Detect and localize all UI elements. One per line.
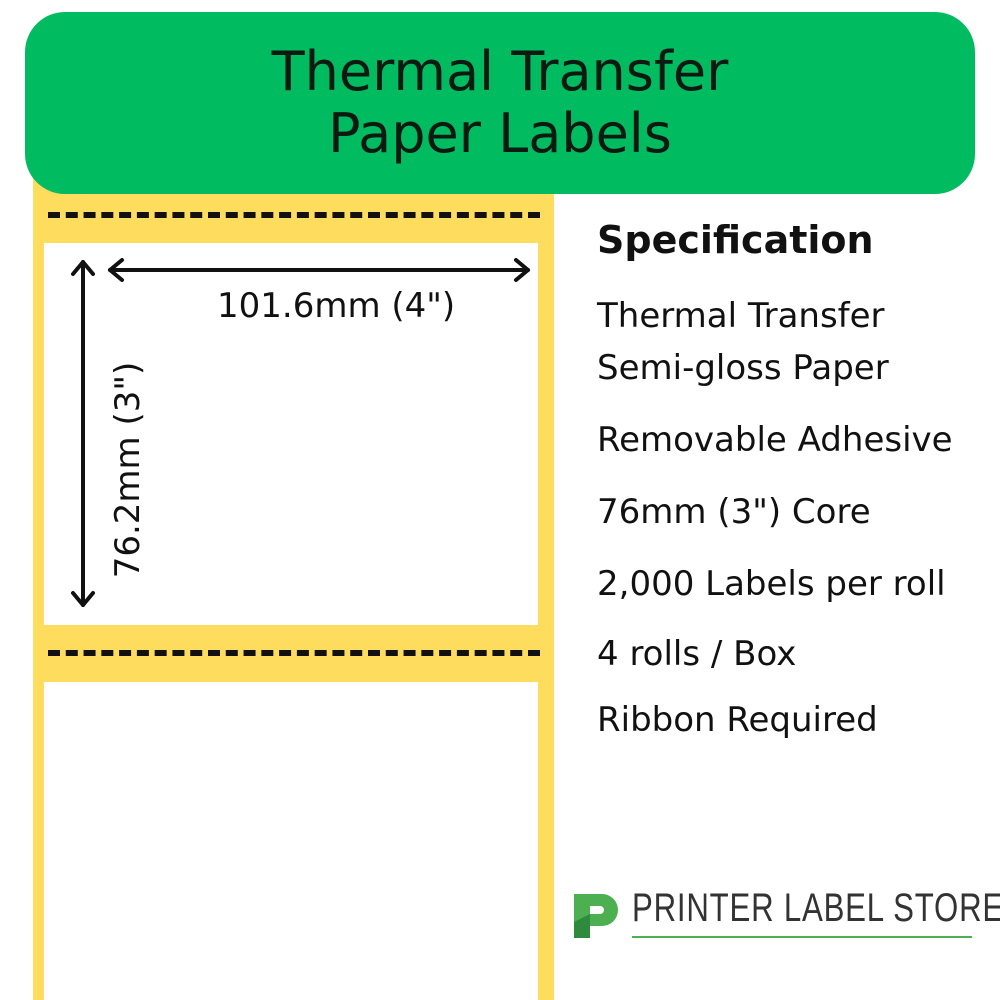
title-banner: Thermal Transfer Paper Labels bbox=[25, 12, 975, 194]
spec-item: 2,000 Labels per roll bbox=[597, 564, 946, 604]
logo-text: PRINTER LABEL STORE bbox=[632, 886, 1000, 930]
spec-item: 76mm (3") Core bbox=[597, 492, 871, 532]
dimension-arrows-icon bbox=[71, 258, 530, 607]
spec-item: Thermal Transfer bbox=[597, 296, 885, 336]
spec-title: Specification bbox=[597, 218, 874, 262]
logo-underline bbox=[632, 936, 972, 938]
perforation-line bbox=[48, 650, 540, 656]
spec-item: Ribbon Required bbox=[597, 700, 878, 740]
p-logo-icon bbox=[574, 894, 618, 938]
width-dimension: 101.6mm (4") bbox=[217, 286, 456, 326]
perforation-line bbox=[48, 212, 540, 218]
height-dimension: 76.2mm (3") bbox=[108, 361, 148, 579]
spec-item: Semi-gloss Paper bbox=[597, 348, 889, 388]
label-sample bbox=[44, 682, 538, 1000]
spec-item: Removable Adhesive bbox=[597, 420, 953, 460]
spec-item: 4 rolls / Box bbox=[597, 634, 797, 674]
title-line-1: Thermal Transfer bbox=[271, 40, 729, 103]
brand-logo: PRINTER LABEL STORE bbox=[572, 886, 1000, 940]
title-line-2: Paper Labels bbox=[328, 102, 672, 165]
label-sample bbox=[44, 243, 538, 625]
